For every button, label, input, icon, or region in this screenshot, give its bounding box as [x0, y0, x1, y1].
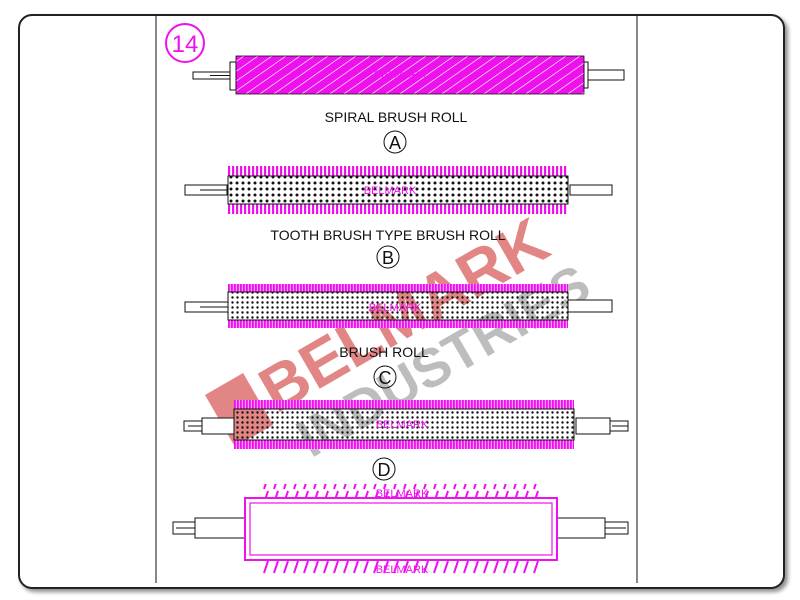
roll-c-brush: BELMARK — [184, 284, 613, 328]
roll-e-brand-bottom: BELMARK — [376, 564, 429, 576]
roll-c-label: C — [373, 365, 397, 389]
roll-b-label: B — [376, 245, 400, 269]
roll-d-label: D — [372, 457, 396, 481]
svg-text:A: A — [389, 133, 401, 153]
roll-a-spiral-brush: BELMARK — [192, 55, 625, 95]
figure-number-badge: 14 — [165, 23, 205, 63]
roll-b-tooth-brush: BELMARK — [184, 166, 613, 214]
roll-b-caption: TOOTH BRUSH TYPE BRUSH ROLL — [270, 227, 505, 243]
figure-number: 14 — [172, 31, 199, 58]
svg-text:B: B — [382, 248, 394, 268]
roll-d-brush: BELMARK — [183, 400, 629, 449]
roll-c-caption: BRUSH ROLL — [339, 344, 429, 360]
roll-a-brand: BELMARK — [374, 69, 427, 81]
roll-b-brand: BELMARK — [364, 185, 417, 197]
roll-d-brand: BELMARK — [376, 419, 429, 431]
roll-a-label: A — [383, 130, 407, 154]
svg-text:C: C — [379, 368, 392, 388]
roll-a-caption: SPIRAL BRUSH ROLL — [325, 109, 468, 125]
roll-c-brand: BELMARK — [369, 302, 422, 314]
svg-text:D: D — [378, 460, 391, 480]
roll-e-brand-top: BELMARK — [376, 488, 429, 500]
roll-e-brush: BELMARK BELMARK — [172, 484, 629, 576]
